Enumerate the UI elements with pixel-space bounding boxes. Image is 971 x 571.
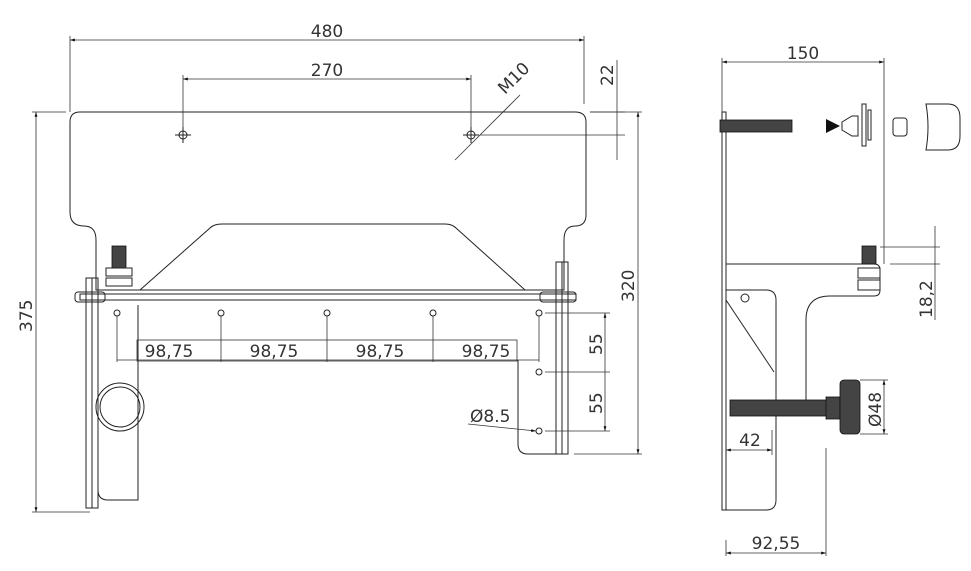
roller bbox=[95, 382, 145, 432]
dim-knob-diameter: Ø48 bbox=[866, 392, 886, 427]
dim-18-2: 18,2 bbox=[917, 280, 937, 318]
main-plate bbox=[69, 111, 587, 291]
dim-pitch: 98,75 bbox=[356, 342, 405, 362]
dim-375: 375 bbox=[17, 300, 37, 332]
dim-55: 55 bbox=[587, 392, 607, 414]
adjust-knob bbox=[839, 379, 861, 435]
dim-m10: M10 bbox=[494, 59, 534, 99]
side-view: 150 18,2 Ø48 42 92,55 bbox=[719, 44, 961, 556]
arrow-icon bbox=[808, 119, 840, 133]
dim-480: 480 bbox=[311, 22, 343, 42]
dim-55: 55 bbox=[587, 333, 607, 355]
dim-270: 270 bbox=[311, 61, 343, 81]
dim-92-55: 92,55 bbox=[752, 534, 801, 554]
threaded-rod bbox=[719, 119, 793, 133]
dim-320: 320 bbox=[619, 270, 639, 302]
lower-plate bbox=[517, 360, 556, 455]
dim-42: 42 bbox=[739, 431, 761, 451]
cross-bar bbox=[79, 293, 577, 301]
bolt bbox=[111, 245, 127, 269]
adjust-screw bbox=[729, 399, 831, 417]
dim-hole-diameter: Ø8.5 bbox=[470, 407, 510, 427]
dim-22: 22 bbox=[598, 64, 618, 86]
insert bbox=[841, 115, 859, 137]
dim-pitch: 98,75 bbox=[462, 342, 511, 362]
dim-150: 150 bbox=[787, 44, 819, 64]
dim-pitch: 98,75 bbox=[145, 342, 194, 362]
knob bbox=[925, 103, 961, 151]
plate-cutout bbox=[139, 223, 526, 291]
nut bbox=[892, 117, 908, 137]
dim-pitch: 98,75 bbox=[250, 342, 299, 362]
front-view: 480 270 M10 22 375 320 98,75 98,75 98,75… bbox=[17, 22, 642, 513]
side-plate bbox=[721, 111, 727, 511]
